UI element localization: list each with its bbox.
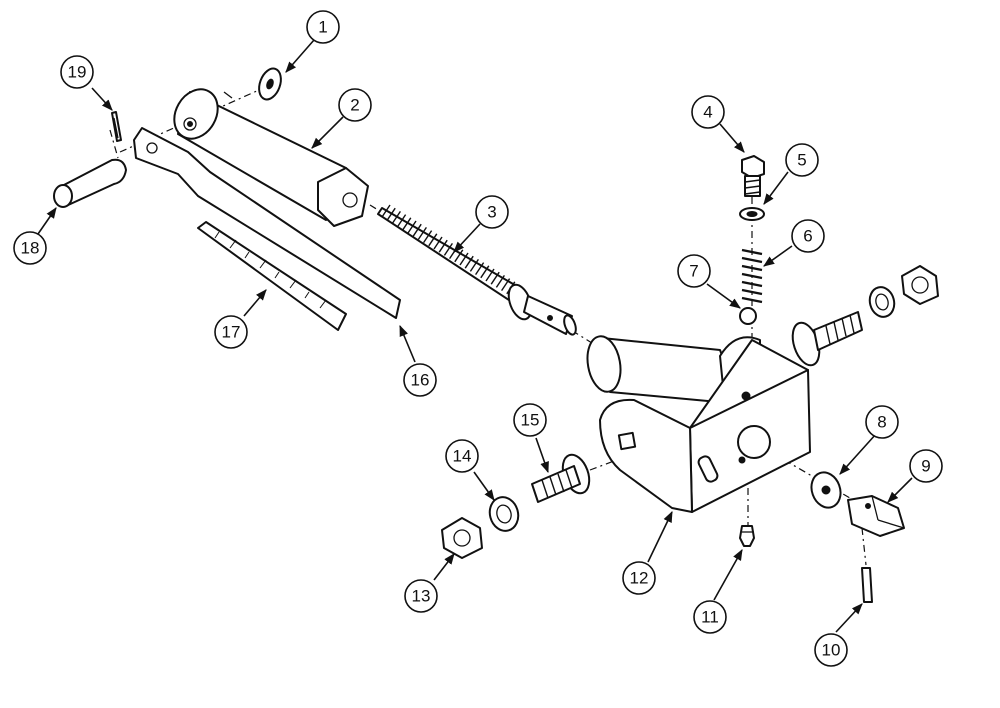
callout-label: 9 <box>921 457 930 476</box>
adjusting-screw <box>377 204 577 336</box>
carriage-bolt-upper <box>791 311 863 367</box>
detent-ball <box>739 307 757 325</box>
callout-label: 19 <box>68 63 87 82</box>
screw-thread <box>417 227 427 240</box>
callout-label: 6 <box>803 227 812 246</box>
washer-1 <box>258 67 282 101</box>
callout-7: 7 <box>677 254 711 288</box>
callout-15: 15 <box>513 403 547 437</box>
callout-6: 6 <box>791 219 825 253</box>
hex-nut-upper <box>901 265 939 305</box>
callout-18: 18 <box>13 231 47 265</box>
screw-thread <box>386 207 396 221</box>
callout-17: 17 <box>214 315 248 349</box>
screw-thread <box>443 243 453 256</box>
screw-thread <box>485 268 495 282</box>
callout-label: 15 <box>521 411 540 430</box>
callout-label: 8 <box>877 413 886 432</box>
callout-5: 5 <box>785 143 819 177</box>
callout-label: 7 <box>689 262 698 281</box>
callout-label: 10 <box>822 641 841 660</box>
screw-thread <box>428 233 438 247</box>
clevis-pin <box>53 158 127 208</box>
screw-thread <box>495 275 505 288</box>
grease-fitting <box>739 525 755 547</box>
callout-16: 16 <box>403 363 437 397</box>
callout-label: 12 <box>630 569 649 588</box>
callout-label: 1 <box>318 18 327 37</box>
compression-spring <box>741 248 763 304</box>
screw-thread <box>480 265 490 279</box>
callout-label: 3 <box>487 203 496 222</box>
screw-thread <box>407 220 417 234</box>
callout-label: 13 <box>412 587 431 606</box>
adjuster-barrel <box>173 88 369 227</box>
callout-11: 11 <box>693 600 727 634</box>
callout-10: 10 <box>814 633 848 667</box>
mounting-bracket <box>586 335 811 513</box>
cotter-pin <box>111 111 122 142</box>
screw-thread <box>490 271 500 285</box>
cap-screw <box>741 155 765 197</box>
screw-thread <box>381 204 391 218</box>
tension-strap <box>133 127 401 319</box>
screw-thread <box>459 252 469 266</box>
hex-nut <box>441 517 483 559</box>
screw-thread <box>423 230 433 243</box>
washer-8 <box>810 471 842 509</box>
callout-label: 14 <box>453 447 472 466</box>
callout-4: 4 <box>691 95 725 129</box>
callout-3: 3 <box>475 195 509 229</box>
callout-1: 1 <box>306 10 340 44</box>
roll-pin <box>861 567 873 603</box>
screw-thread <box>412 223 422 237</box>
screw-thread <box>397 214 407 227</box>
screw-thread <box>433 236 443 250</box>
callout-9: 9 <box>909 449 943 483</box>
carriage-bolt <box>531 453 591 503</box>
callout-12: 12 <box>622 561 656 595</box>
screw-thread <box>402 217 412 231</box>
callout-label: 18 <box>21 239 40 258</box>
lock-washer <box>739 207 765 221</box>
callout-label: 4 <box>703 103 712 122</box>
scale-decal <box>197 221 347 331</box>
callout-2: 2 <box>338 88 372 122</box>
screw-thread <box>438 239 448 253</box>
callout-13: 13 <box>404 579 438 613</box>
callout-8: 8 <box>865 405 899 439</box>
callout-label: 17 <box>222 323 241 342</box>
callout-label: 11 <box>701 608 719 627</box>
spacer-14 <box>488 496 520 532</box>
screw-thread <box>464 255 474 269</box>
callout-label: 5 <box>797 151 806 170</box>
callouts: 1 2 3 4 5 6 7 8 9 10 11 12 13 14 15 16 1… <box>13 10 943 667</box>
callout-19: 19 <box>60 55 94 89</box>
screw-thread <box>469 259 479 272</box>
callout-label: 16 <box>411 371 430 390</box>
callout-label: 2 <box>350 96 359 115</box>
screw-thread <box>501 278 511 291</box>
spacer-upper <box>868 286 896 318</box>
hex-coupler <box>847 495 905 537</box>
screw-thread <box>391 211 401 224</box>
leader-lines <box>37 39 913 633</box>
callout-14: 14 <box>445 439 479 473</box>
screw-thread <box>475 262 485 275</box>
